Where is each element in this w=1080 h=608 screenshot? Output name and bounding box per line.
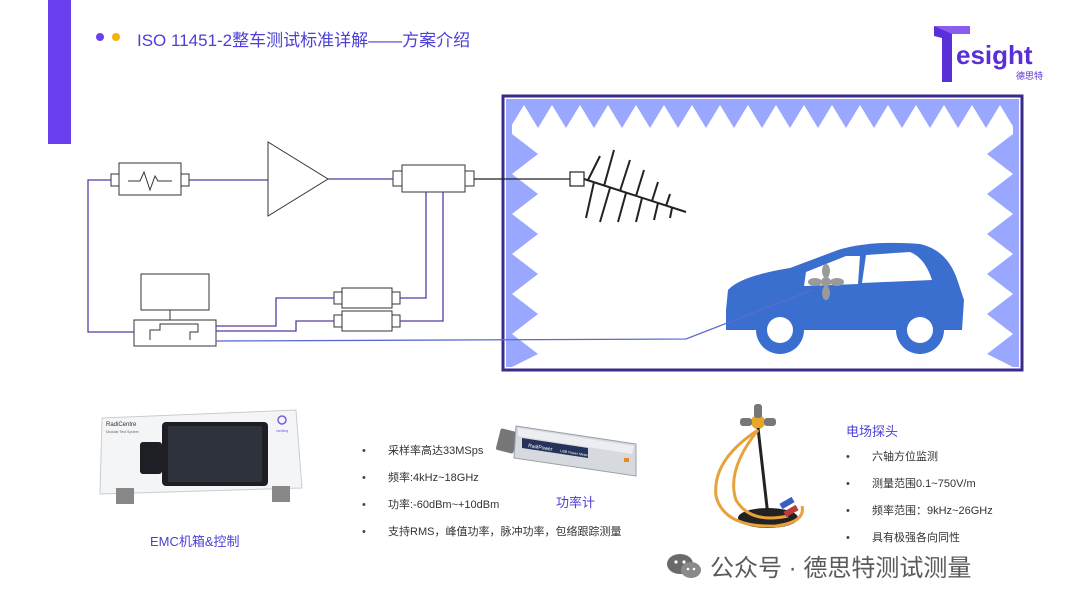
test-setup-diagram <box>87 94 1024 372</box>
spec-item: 采样率高达33MSps <box>362 444 621 471</box>
control-computer <box>133 273 217 347</box>
vehicle-under-test <box>726 242 964 354</box>
probe-title: 电场探头 <box>846 424 899 439</box>
e-field-probe-image <box>714 404 804 528</box>
power-meter-label: RadiPower <box>528 443 553 453</box>
page-title: ISO 11451-2整车测试标准详解——方案介绍 <box>137 31 471 50</box>
emc-box-image: RadiCentre Modular Test System raditeq <box>99 409 303 504</box>
spec-item: 功率:-60dBm~+10dBm <box>362 498 621 525</box>
emc-caption: EMC机箱&控制 <box>150 534 240 549</box>
spec-item: 具有极强各向同性 <box>846 531 993 558</box>
watermark-text: 公众号 · 德思特测试测量 <box>710 555 972 582</box>
spec-item: 六轴方位监测 <box>846 450 993 477</box>
logo-text: esight <box>956 40 1033 70</box>
accent-bar <box>48 0 71 144</box>
spec-item: 频率范围：9kHz~26GHz <box>846 504 993 531</box>
attenuators <box>333 287 401 332</box>
log-periodic-antenna <box>569 149 687 223</box>
power-meter-label-sub: USB Power Meter <box>560 449 589 457</box>
signal-generator <box>110 162 190 196</box>
logo-subtext: 德思特 <box>1016 70 1043 82</box>
purple-dot <box>96 33 104 41</box>
spec-item: 频率:4kHz~18GHz <box>362 471 621 498</box>
emc-maker: raditeq <box>276 428 288 433</box>
power-meter-image: RadiPower USB Power Meter <box>496 425 637 477</box>
desight-logo: esight 德思特 <box>934 26 1043 82</box>
power-meter-caption: 功率计 <box>556 495 596 510</box>
emc-brand-sub: Modular Test System <box>106 430 139 434</box>
emc-brand: RadiCentre <box>106 422 137 428</box>
spec-item: 支持RMS，峰值功率，脉冲功率，包络跟踪测量 <box>362 525 621 552</box>
orange-dot <box>112 33 120 41</box>
directional-coupler <box>392 164 475 193</box>
wechat-icon <box>667 554 701 578</box>
power-meter-specs: 采样率高达33MSps 频率:4kHz~18GHz 功率:-60dBm~+10d… <box>362 444 621 552</box>
cables <box>87 178 813 342</box>
probe-specs: 六轴方位监测 测量范围0.1~750V/m 频率范围：9kHz~26GHz 具有… <box>846 450 993 558</box>
amplifier <box>267 141 329 217</box>
spec-item: 测量范围0.1~750V/m <box>846 477 993 504</box>
